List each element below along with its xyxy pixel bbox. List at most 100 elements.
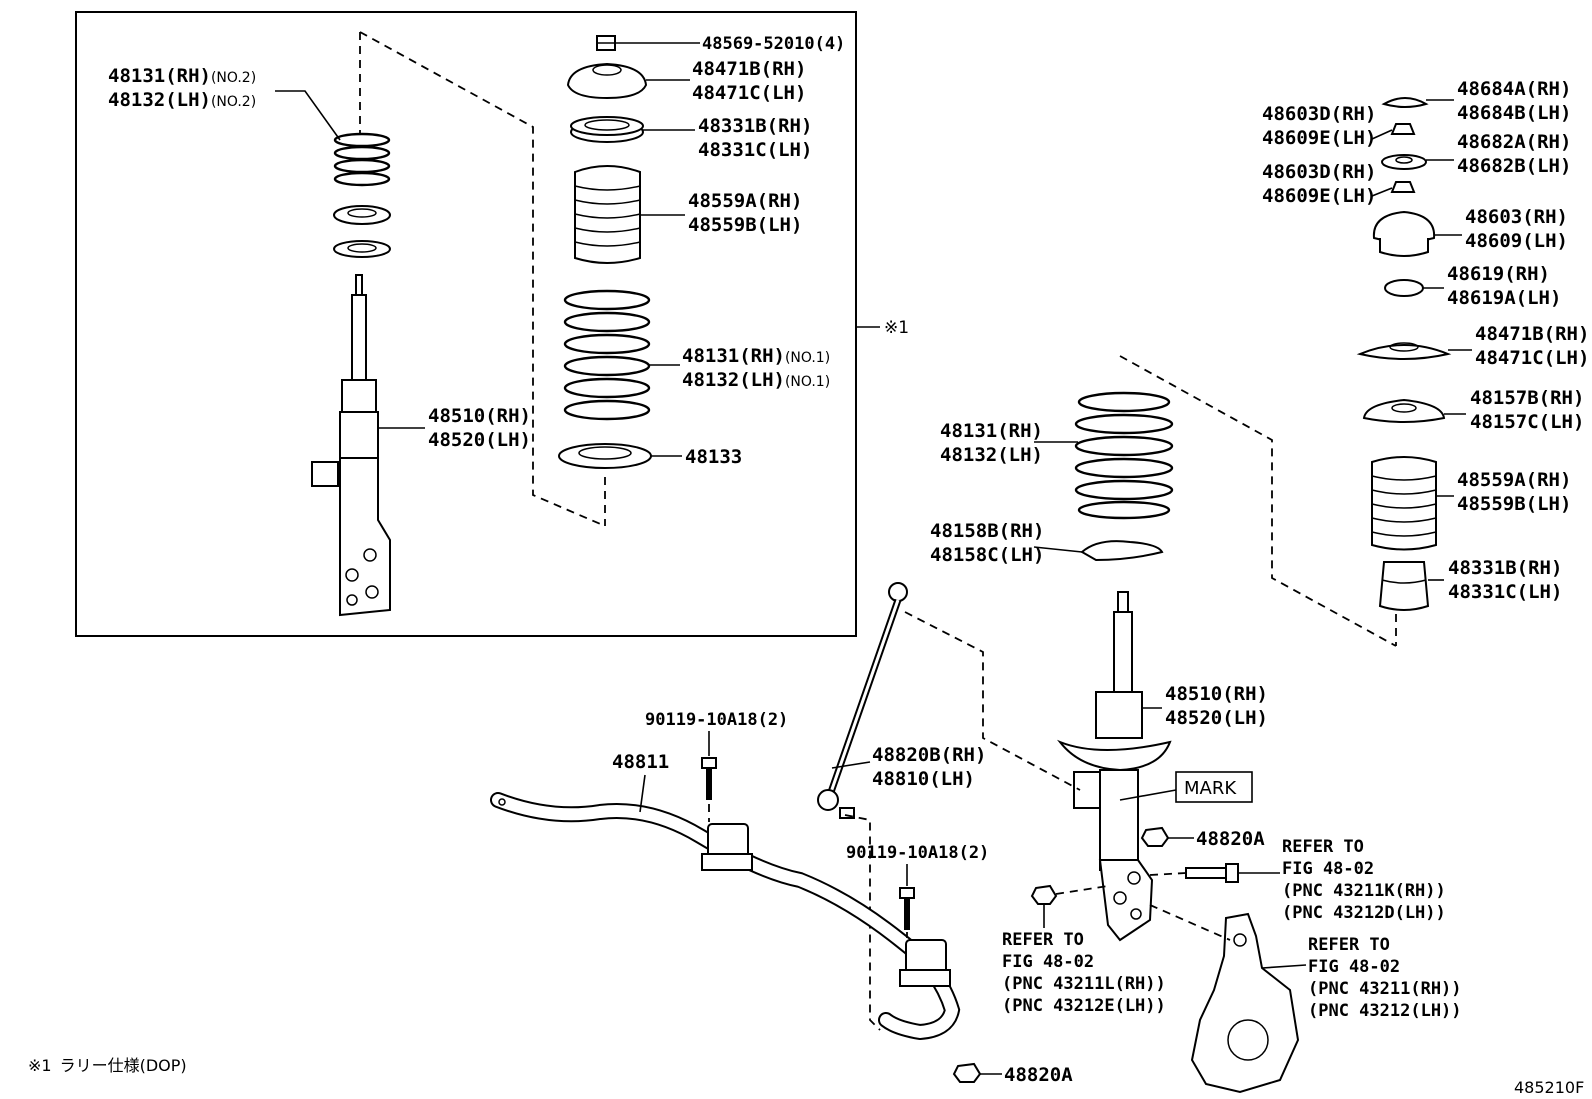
- label-mount-rh: 48603(RH): [1465, 206, 1568, 228]
- right-mount: [1372, 210, 1436, 257]
- right-support: [1356, 342, 1452, 360]
- label-cap-rh: 48684A(RH): [1457, 78, 1571, 100]
- label-inset-support-lh: 48471C(LH): [692, 82, 806, 104]
- label-inset-seat-lower: 48133: [685, 446, 742, 468]
- right-retainer: [1381, 154, 1427, 170]
- stabilizer-bushing-2: [899, 939, 951, 987]
- svg-text:FIG 48-02: FIG 48-02: [1002, 952, 1094, 972]
- nut-48820a-upper: [1140, 826, 1170, 847]
- label-main-absorber-rh: 48510(RH): [1165, 683, 1268, 705]
- label-bearing-lh: 48619A(LH): [1447, 287, 1561, 309]
- label-inset-boot-rh: 48559A(RH): [688, 190, 802, 212]
- label-boot-lh: 48559B(LH): [1457, 493, 1571, 515]
- knuckle-bolt: [1185, 863, 1239, 883]
- label-main-spring-lh: 48132(LH): [940, 444, 1043, 466]
- right-nut-2: [1390, 181, 1416, 193]
- refer-note-nut: REFER TO FIG 48-02 (PNC 43211L(RH)) (PNC…: [1002, 930, 1166, 1016]
- label-inset-nut: 48569-52010(4): [702, 34, 845, 54]
- label-nut-48820a-upper: 48820A: [1196, 828, 1265, 850]
- inset-box: [75, 11, 857, 637]
- mark-text: MARK: [1184, 778, 1237, 799]
- svg-text:REFER TO: REFER TO: [1308, 935, 1390, 955]
- svg-text:48131(RH)(NO.2): 48131(RH)(NO.2): [108, 65, 256, 87]
- bracket-bolt-2: [899, 887, 915, 930]
- label-retainer-rh: 48682A(RH): [1457, 131, 1571, 153]
- refer-note-bolt: REFER TO FIG 48-02 (PNC 43211K(RH)) (PNC…: [1282, 837, 1446, 923]
- inset-spring-seat-upper: [333, 205, 391, 225]
- right-upper-seat: [1362, 398, 1446, 423]
- mark-box: [1175, 771, 1253, 803]
- main-shock-absorber: [1056, 591, 1172, 942]
- label-cap-lh: 48684B(LH): [1457, 102, 1571, 124]
- label-upper-seat-rh: 48157B(RH): [1470, 387, 1584, 409]
- stabilizer-bushing-1: [701, 823, 753, 871]
- svg-text:(PNC 43212D(LH)): (PNC 43212D(LH)): [1282, 903, 1446, 923]
- label-main-absorber-lh: 48520(LH): [1165, 707, 1268, 729]
- label-inset-absorber-rh: 48510(RH): [428, 405, 531, 427]
- svg-text:REFER TO: REFER TO: [1002, 930, 1084, 950]
- svg-text:(PNC 43211L(RH)): (PNC 43211L(RH)): [1002, 974, 1166, 994]
- svg-text:(PNC 43211K(RH)): (PNC 43211K(RH)): [1282, 881, 1446, 901]
- right-bearing: [1384, 279, 1424, 297]
- svg-text:(PNC 43212(LH)): (PNC 43212(LH)): [1308, 1001, 1462, 1021]
- stabilizer-link: [817, 582, 908, 819]
- inset-spring-seat: [558, 443, 652, 469]
- steering-knuckle: [1190, 912, 1300, 1094]
- svg-text:FIG 48-02: FIG 48-02: [1308, 957, 1400, 977]
- label-inset-boot-lh: 48559B(LH): [688, 214, 802, 236]
- right-bumper: [1378, 561, 1430, 611]
- label-nut2-rh: 48603D(RH): [1262, 161, 1376, 183]
- label-inset-spring-no2: 48131(RH)(NO.2) 48132(LH)(NO.2): [108, 65, 256, 111]
- inset-spring-no2: [333, 132, 391, 187]
- main-spring-insulator: [1080, 540, 1164, 562]
- label-nut1-lh: 48609E(LH): [1262, 127, 1376, 149]
- inset-spring-seat-lower: [333, 240, 391, 258]
- inset-support: [566, 62, 648, 100]
- label-bearing-rh: 48619(RH): [1447, 263, 1550, 285]
- label-retainer-lh: 48682B(LH): [1457, 155, 1571, 177]
- label-boot-rh: 48559A(RH): [1457, 469, 1571, 491]
- label-bumper-rh: 48331B(RH): [1448, 557, 1562, 579]
- label-stabilizer: 48811: [612, 751, 669, 773]
- label-nut2-lh: 48609E(LH): [1262, 185, 1376, 207]
- label-nut-48820a-lower: 48820A: [1004, 1064, 1073, 1086]
- inset-nut: [596, 35, 616, 51]
- inset-spring-no1: [563, 289, 651, 421]
- svg-text:(PNC 43212E(LH)): (PNC 43212E(LH)): [1002, 996, 1166, 1016]
- label-inset-bumper-rh: 48331B(RH): [698, 115, 812, 137]
- label-nut1-rh: 48603D(RH): [1262, 103, 1376, 125]
- label-main-spring-rh: 48131(RH): [940, 420, 1043, 442]
- label-bolt-2: 90119-10A18(2): [846, 843, 989, 863]
- stabilizer-bar: [490, 792, 961, 1041]
- label-bolt-1: 90119-10A18(2): [645, 710, 788, 730]
- label-support-lh: 48471C(LH): [1475, 347, 1589, 369]
- nut-48820a-lower: [952, 1062, 982, 1083]
- svg-text:48131(RH)(NO.1): 48131(RH)(NO.1): [682, 345, 830, 367]
- svg-text:REFER TO: REFER TO: [1282, 837, 1364, 857]
- label-support-rh: 48471B(RH): [1475, 323, 1589, 345]
- figure-code: 485210F: [1514, 1078, 1584, 1097]
- knuckle-nut: [1030, 884, 1058, 905]
- svg-text:48132(LH)(NO.1): 48132(LH)(NO.1): [682, 369, 830, 391]
- svg-text:FIG 48-02: FIG 48-02: [1282, 859, 1374, 879]
- svg-text:48132(LH)(NO.2): 48132(LH)(NO.2): [108, 89, 256, 111]
- label-inset-support-rh: 48471B(RH): [692, 58, 806, 80]
- label-link-lh: 48810(LH): [872, 768, 975, 790]
- label-insulator-lh: 48158C(LH): [930, 544, 1044, 566]
- inset-boot: [574, 165, 641, 264]
- inset-shock-absorber: [311, 274, 391, 617]
- label-inset-absorber-lh: 48520(LH): [428, 429, 531, 451]
- right-nut-1: [1390, 123, 1416, 135]
- label-inset-spring-no1: 48131(RH)(NO.1) 48132(LH)(NO.1): [682, 345, 830, 391]
- inset-box-mark: ※1: [884, 318, 909, 338]
- inset-bumper-seat: [570, 116, 644, 143]
- label-insulator-rh: 48158B(RH): [930, 520, 1044, 542]
- main-coil-spring: [1074, 391, 1174, 520]
- label-inset-bumper-lh: 48331C(LH): [698, 139, 812, 161]
- label-bumper-lh: 48331C(LH): [1448, 581, 1562, 603]
- right-cap: [1381, 97, 1429, 108]
- bracket-bolt-1: [701, 757, 717, 800]
- svg-text:(PNC 43211(RH)): (PNC 43211(RH)): [1308, 979, 1462, 999]
